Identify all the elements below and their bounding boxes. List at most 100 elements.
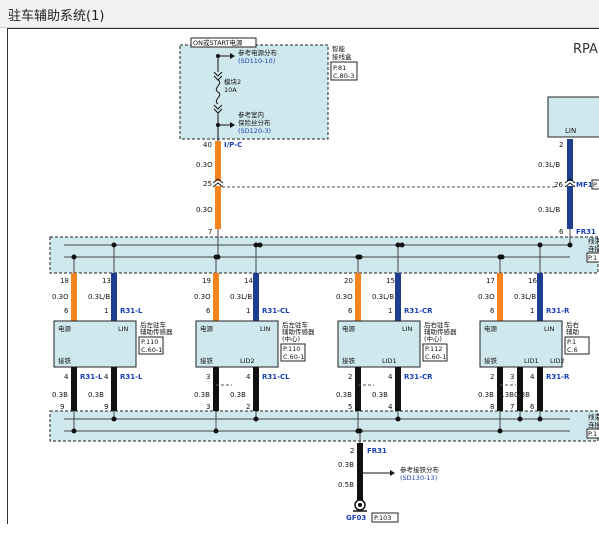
rpa-wire-size-1: 0.3L/B (538, 161, 560, 169)
sensor-lid2-label: LID2 (550, 357, 565, 365)
splice-dot (355, 254, 361, 260)
fuse-header: ON或START电源 (193, 38, 243, 47)
junction-box-label-1: 智能 (332, 44, 346, 53)
connector-id: R31-CR (404, 373, 433, 381)
wire-size: 0.3B (88, 391, 104, 399)
pin-label: 16 (528, 277, 537, 285)
pin-label: 6 (64, 307, 69, 315)
sensor-power-label: 电源 (484, 324, 498, 333)
ref-power-label: 参考电源分布 (238, 48, 278, 57)
wire-size: 0.3O (478, 293, 495, 301)
junction-box-ref-2: C.80-3 (333, 72, 354, 80)
junction-box-label-2: 接线盒 (332, 52, 352, 61)
sensor-power-wire (213, 273, 219, 323)
ground-page-ref: P.103 (374, 514, 391, 522)
bottom-margin (0, 524, 599, 535)
sensor-ground-wire-left (71, 367, 77, 411)
pin-25: 25 (203, 180, 212, 188)
wire-size: 0.3O (52, 293, 69, 301)
sensor-name: 辅助传感器 (282, 327, 315, 336)
title-bar: 驻车辅助系统(1) (0, 0, 599, 28)
pin-label: 6 (348, 307, 353, 315)
sensor-lin-wire (253, 273, 259, 323)
splice-dot (517, 416, 523, 422)
splice-dot (213, 254, 219, 260)
sensor-name: (中心) (424, 334, 442, 343)
ref-ground-label-2: 保险丝分布 (238, 118, 271, 127)
ground-wire-size-2: 0.5B (338, 481, 354, 489)
splice-dot (537, 416, 543, 422)
sensor-ref-box (564, 336, 590, 355)
sensor-power-label: 电源 (58, 324, 72, 333)
sensor-lin-label: LIN (544, 325, 555, 333)
sensor-ground-label: 接铁 (58, 356, 72, 365)
rpa-conn-fr31: FR31 (576, 228, 596, 236)
sensor-lin-label: LIN (118, 325, 129, 333)
sensor-lin-wire (537, 273, 543, 323)
wire-size: 0.3B (478, 391, 494, 399)
pin-label: 17 (486, 277, 495, 285)
ref-ground-label: 参考室内 (238, 110, 264, 119)
pin-label: 3 (510, 373, 514, 381)
top-splice-connector: 线束 连接 P.1 (49, 229, 599, 274)
rpa-pin-6: 6 (559, 228, 564, 236)
pin-label: 5 (348, 403, 352, 411)
pin-label: 1 (104, 307, 108, 315)
rpa-pin-2: 2 (559, 141, 563, 149)
smart-junction-box: ON或START电源 参考电源分布 (SD110-10) 模块2 10A (179, 37, 358, 141)
pin-label: 4 (388, 403, 393, 411)
ref-ground-code: (SD120-3) (238, 127, 271, 135)
sensor-name: 辅助传感器 (424, 327, 457, 336)
sensor-power-label: 电源 (342, 324, 356, 333)
connector-id: R31-L (80, 373, 103, 381)
sensor-power-wire (71, 273, 77, 323)
top-splice-label-1: 线束 (588, 236, 599, 245)
pin-label: 1 (388, 307, 392, 315)
splice-dot (71, 254, 77, 260)
pin-7: 7 (208, 228, 212, 236)
pin-label: 20 (344, 277, 353, 285)
pin-label: 14 (244, 277, 253, 285)
sensor-name: (中心) (282, 334, 300, 343)
ground-conn: FR31 (367, 447, 387, 455)
sensor-power-label: 电源 (200, 324, 214, 333)
splice-dot (213, 428, 219, 434)
pin-label: 18 (60, 277, 69, 285)
pin-label: 8 (490, 403, 494, 411)
sensor-name: 后右 (566, 320, 580, 329)
ground-circuit: 2 FR31 0.3B 参考接铁分布 (SD130-13) 0.5B GF03 … (338, 443, 440, 523)
sensor-ref: P.112 (425, 345, 442, 353)
sensor-lin-wire (111, 273, 117, 323)
power-feed-wire: 40 I/P-C 0.3O 25 0.3O 7 (196, 141, 556, 236)
sensor-name: 辅助 (566, 327, 580, 336)
sensor-ground-wire (253, 367, 259, 411)
pin-label: 9 (60, 403, 64, 411)
sensor-name: 后左驻车 (140, 320, 167, 329)
sensor-lid-wire (213, 367, 219, 411)
rpa-pin-26: 26 (554, 181, 563, 189)
wire-size: 0.3B (52, 391, 68, 399)
sensor-name: 辅助传感器 (140, 327, 173, 336)
connector-id: R31-L (120, 373, 143, 381)
wiring-diagram-canvas: RPA ON或START电源 参考电源分布 (SD110-10) 模块2 10A (7, 28, 599, 525)
splice-dot (253, 242, 259, 248)
pin-label: 9 (104, 403, 108, 411)
ground-ref-label: 参考接铁分布 (400, 465, 440, 474)
sensor-lin-label: LIN (260, 325, 271, 333)
wire-size: 0.3B (194, 391, 210, 399)
pin-label: 4 (246, 373, 251, 381)
connector-id: R31-R (546, 373, 570, 381)
pin-label: 7 (510, 403, 514, 411)
sensor-ground-wire (395, 367, 401, 411)
sensor-lin-wire (395, 273, 401, 323)
pin-label: 1 (246, 307, 250, 315)
top-splice-label-2: 连接 (588, 244, 599, 253)
sensor-power-wire (497, 273, 503, 323)
sensor-ground-wire (537, 367, 543, 411)
bottom-splice-label-2: 连接 (588, 420, 599, 429)
sensor-lid2-wire (517, 367, 523, 411)
pin-label: 1 (530, 307, 534, 315)
wire-size-top-2: 0.3O (196, 206, 213, 214)
splice-dot (111, 242, 117, 248)
wire-size: 0.3L/B (230, 293, 252, 301)
